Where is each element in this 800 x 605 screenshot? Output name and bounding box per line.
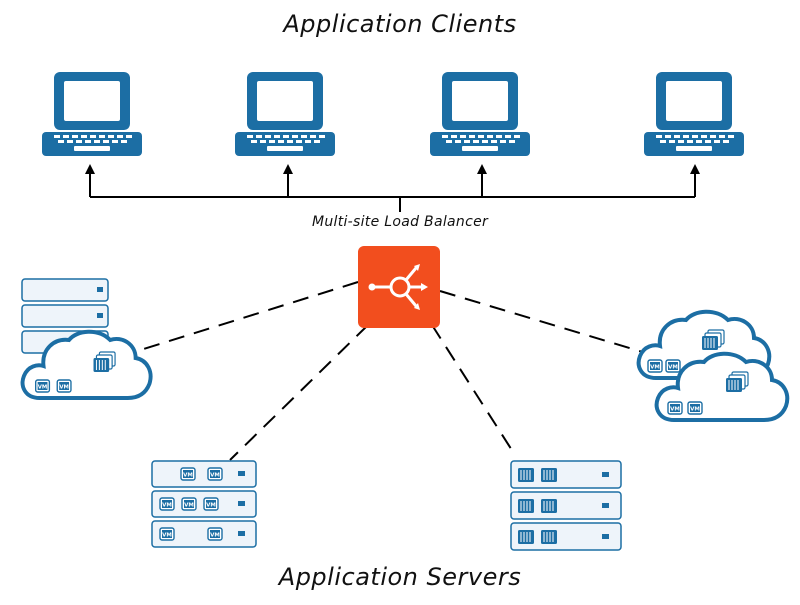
load-balancer-icon	[358, 246, 440, 328]
laptop-icon	[42, 72, 142, 156]
laptop-icon	[644, 72, 744, 156]
server-rack-icon	[510, 460, 622, 551]
client-connectors	[89, 172, 696, 212]
laptop-icon	[235, 72, 335, 156]
site-connectors	[117, 281, 647, 461]
load-balancer-label: Multi-site Load Balancer	[311, 214, 489, 230]
clients-title: Application Clients	[283, 10, 517, 38]
laptop-icon	[430, 72, 530, 156]
client-arrowheads	[85, 164, 700, 174]
server-rack-icon	[151, 460, 257, 548]
servers-title: Application Servers	[278, 563, 522, 591]
